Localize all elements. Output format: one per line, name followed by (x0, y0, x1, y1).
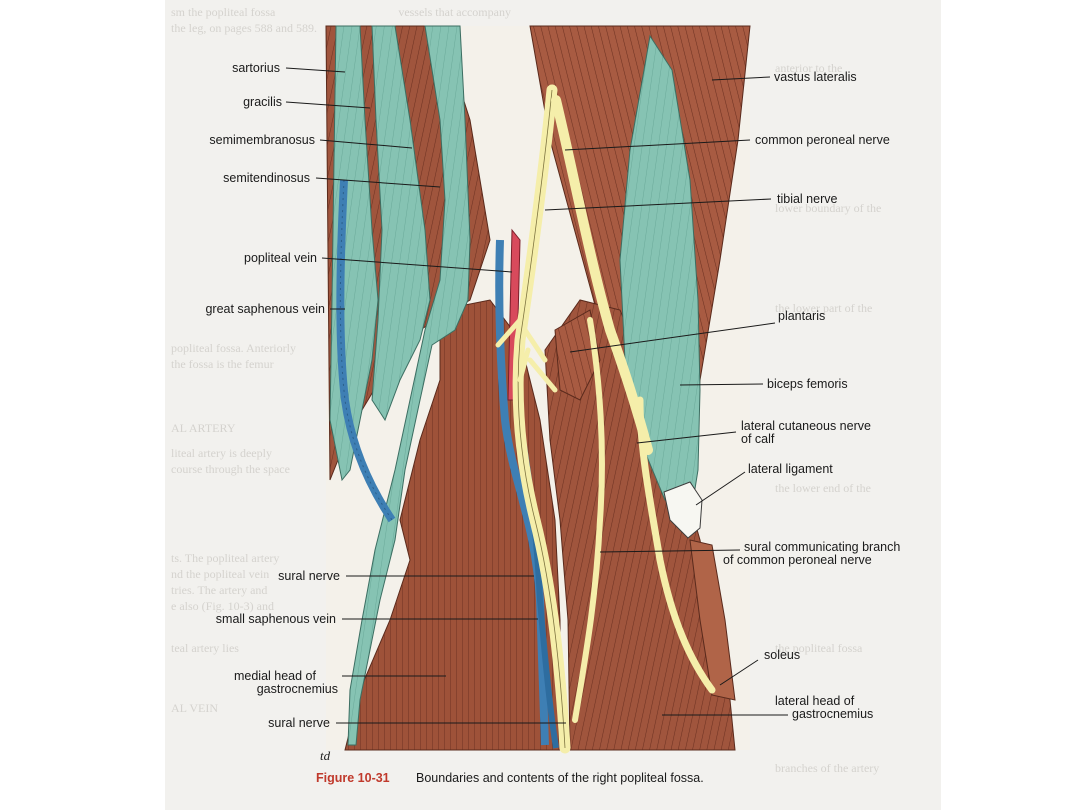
artist-signature: td (320, 748, 331, 763)
sural-communicating-branch (572, 317, 605, 723)
label-gracilis: gracilis (243, 95, 282, 109)
label-great-saphenous-vein: great saphenous vein (205, 302, 325, 316)
labels-left: sartorius gracilis semimembranosus semit… (205, 61, 340, 730)
label-biceps-femoris: biceps femoris (767, 377, 848, 391)
label-lateral-head-gastrocnemius-2: gastrocnemius (792, 707, 873, 721)
label-sartorius: sartorius (232, 61, 280, 75)
label-vastus-lateralis: vastus lateralis (774, 70, 857, 84)
label-sural-nerve-lower: sural nerve (268, 716, 330, 730)
popliteal-vein (495, 239, 549, 746)
anatomy-illustration: td (320, 25, 751, 763)
label-small-saphenous-vein: small saphenous vein (216, 612, 336, 626)
label-lateral-head-gastrocnemius: lateral head of (775, 694, 855, 708)
nerve-branches (495, 317, 558, 393)
label-plantaris: plantaris (778, 309, 825, 323)
label-sural-communicating-branch: sural communicating branch (744, 540, 900, 554)
semitendinosus-band (347, 25, 471, 746)
gracilis-band (371, 25, 431, 422)
label-lateral-ligament: lateral ligament (748, 462, 833, 476)
figure-caption-text: Boundaries and contents of the right pop… (416, 771, 704, 785)
label-common-peroneal-nerve: common peroneal nerve (755, 133, 890, 147)
label-sural-nerve-upper: sural nerve (278, 569, 340, 583)
label-sural-communicating-branch-2: of common peroneal nerve (723, 553, 872, 567)
lateral-cutaneous-nerve (636, 396, 716, 694)
figure-caption: Figure 10-31 Boundaries and contents of … (316, 771, 704, 785)
label-medial-head-gastrocnemius-2: gastrocnemius (257, 682, 338, 696)
label-lateral-cutaneous-nerve: lateral cutaneous nerve (741, 419, 871, 433)
leader-lines (285, 67, 788, 724)
tibial-nerve-outline (517, 89, 566, 749)
label-soleus: soleus (764, 648, 800, 662)
label-tibial-nerve: tibial nerve (777, 192, 837, 206)
labels-right: vastus lateralis common peroneal nerve t… (723, 70, 900, 721)
label-semitendinosus: semitendinosus (223, 171, 310, 185)
plantaris-muscle (554, 309, 601, 401)
lateral-ligament (663, 481, 703, 539)
great-saphenous-vein-core (339, 179, 393, 521)
soleus-muscle (689, 539, 736, 701)
label-medial-head-gastrocnemius: medial head of (234, 669, 317, 683)
label-lateral-cutaneous-nerve-2: of calf (741, 432, 775, 446)
label-popliteal-vein: popliteal vein (244, 251, 317, 265)
figure-number: Figure 10-31 (316, 771, 390, 785)
label-semimembranosus: semimembranosus (209, 133, 315, 147)
